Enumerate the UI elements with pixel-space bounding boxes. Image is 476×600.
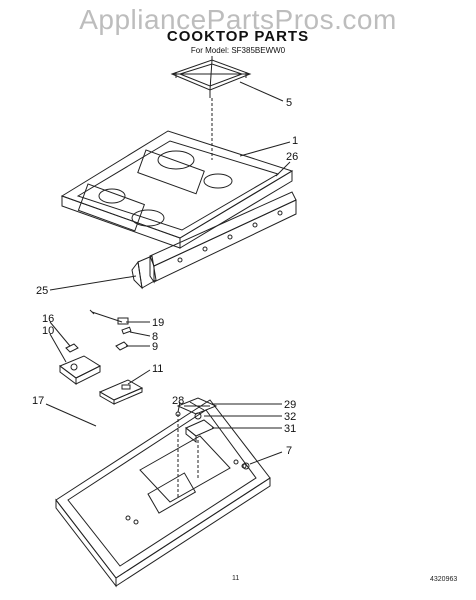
callout-25: 25 xyxy=(36,285,48,297)
callout-8: 8 xyxy=(152,331,158,343)
page-number: 11 xyxy=(232,575,240,582)
document-code: 4320963 xyxy=(430,576,458,583)
burner-grate xyxy=(170,56,252,98)
callout-5: 5 xyxy=(286,97,292,109)
burner-box xyxy=(55,399,271,588)
leader-1 xyxy=(239,141,291,157)
leader-26 xyxy=(275,161,291,177)
leader-25 xyxy=(49,275,137,291)
leader-5 xyxy=(239,81,284,102)
leader-16 xyxy=(49,321,71,347)
callout-28: 28 xyxy=(172,395,184,407)
end-cap xyxy=(131,255,157,290)
leader-17 xyxy=(45,403,97,427)
leader-7 xyxy=(249,451,283,465)
callout-9: 9 xyxy=(152,341,158,353)
screw-7 xyxy=(242,462,250,470)
callout-16: 16 xyxy=(42,313,54,325)
page-title: COOKTOP PARTS xyxy=(166,28,310,45)
callout-19: 19 xyxy=(152,317,164,329)
callout-10: 10 xyxy=(42,325,54,337)
callout-29: 29 xyxy=(284,399,296,411)
leader-10 xyxy=(49,333,67,363)
callout-7: 7 xyxy=(286,445,292,457)
model-subtitle: For Model: SF385BEWW0 xyxy=(190,46,286,55)
callout-32: 32 xyxy=(284,411,296,423)
callout-11: 11 xyxy=(152,363,163,375)
callout-31: 31 xyxy=(284,423,296,435)
leader-28 xyxy=(177,401,181,413)
callout-1: 1 xyxy=(292,135,298,147)
igniter-assembly xyxy=(89,309,132,351)
front-rail xyxy=(149,191,297,284)
switch-plate xyxy=(98,379,144,405)
leader-8 xyxy=(129,331,151,337)
callout-17: 17 xyxy=(32,395,44,407)
valve-bracket xyxy=(59,343,102,385)
cooktop-top xyxy=(60,130,294,249)
callout-26: 26 xyxy=(286,151,298,163)
watermark: AppliancePartsPros.com xyxy=(79,4,397,35)
leader-11 xyxy=(127,369,151,385)
